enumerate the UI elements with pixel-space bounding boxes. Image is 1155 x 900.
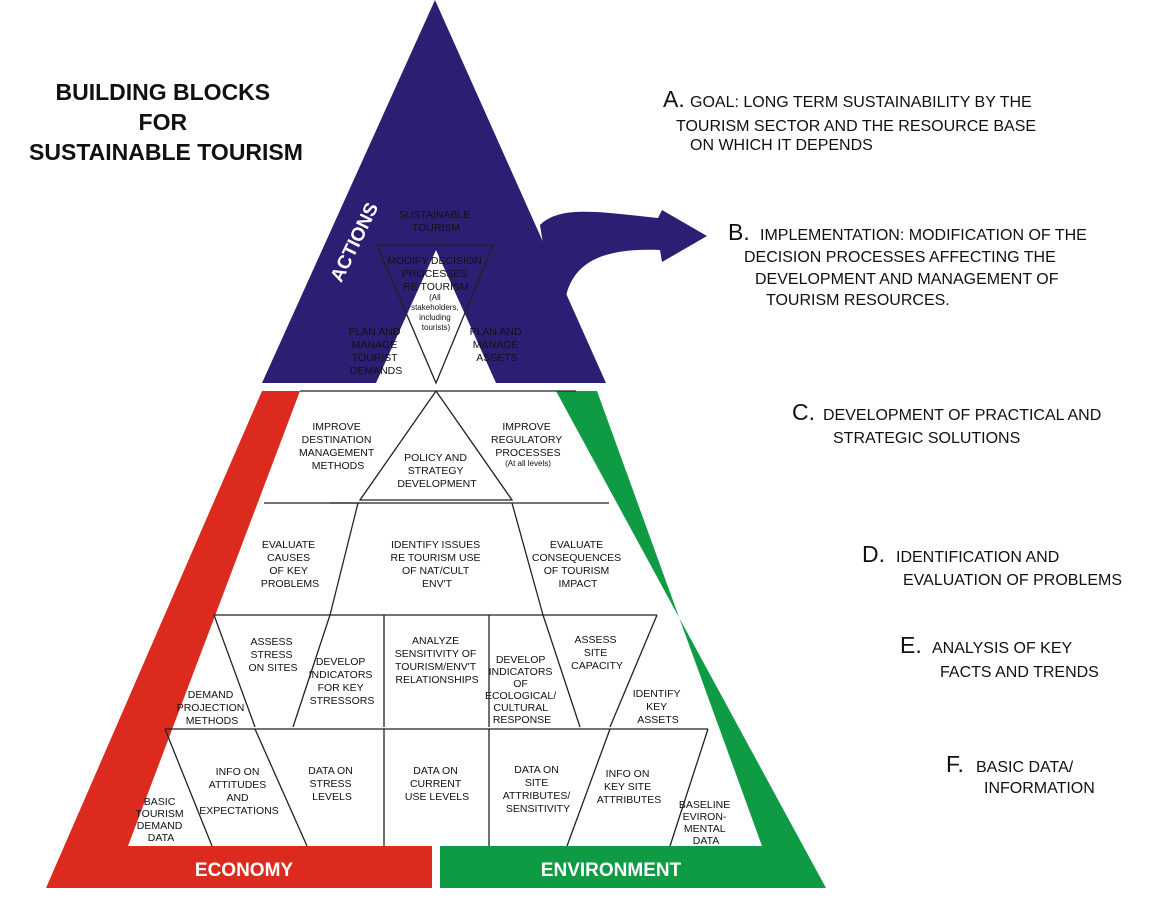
cell-modify-decision: MODIFY DECISION PROCESSES RE TOURISM [387,255,484,293]
svg-text:F.: F. [946,751,964,777]
svg-text:A.: A. [663,86,685,112]
svg-text:B.: B. [728,219,750,245]
cell-identify-assets: IDENTIFY KEY ASSETS [633,688,684,726]
svg-text:DEVELOPMENT OF PRACTICAL AND: DEVELOPMENT OF PRACTICAL AND STRATEGIC S… [823,407,1106,447]
level-b: B. IMPLEMENTATION: MODIFICATION OF THE D… [728,219,1091,309]
cell-develop-stressors: DEVELOP INDICATORS FOR KEY STRESSORS [309,656,376,707]
svg-text:IMPLEMENTATION: MODIFICATION O: IMPLEMENTATION: MODIFICATION OF THE DECI… [744,227,1091,309]
cell-policy-strategy: POLICY AND STRATEGY DEVELOPMENT [397,452,477,490]
svg-text:D.: D. [862,541,885,567]
cell-assess-stress: ASSESS STRESS ON SITES [248,636,297,674]
level-c: C. DEVELOPMENT OF PRACTICAL AND STRATEGI… [792,399,1106,447]
svg-text:GOAL: LONG TERM SUSTAINABILITY: GOAL: LONG TERM SUSTAINABILITY BY THE TO… [676,94,1041,154]
svg-text:IDENTIFICATION AND EVALU: IDENTIFICATION AND EVALUATION OF PROBLEM… [896,549,1122,589]
economy-band [46,391,432,888]
grid-lines [164,244,709,847]
cell-plan-tourist-demands: PLAN AND MANAGE TOURIST DEMANDS [349,326,404,377]
cell-improve-regulatory-note: (At all levels) [505,459,551,468]
cell-sustainable-tourism: SUSTAINABLE TOURISM [399,209,474,234]
cell-modify-decision-note: (All stakeholders, including tourists) [411,293,461,332]
cell-evaluate-causes: EVALUATE CAUSES OF KEY PROBLEMS [261,539,319,590]
svg-text:C.: C. [792,399,815,425]
cell-improve-regulatory: IMPROVE REGULATORY PROCESSES [491,421,565,459]
level-f: F. BASIC DATA/ INFORMATION [946,751,1095,797]
implementation-arrow [540,210,707,300]
diagram-title: BUILDING BLOCKS FOR SUSTAINABLE TOURISM [29,79,303,165]
cell-data-current: DATA ON CURRENT USE LEVELS [405,765,469,803]
cell-improve-destination: IMPROVE DESTINATION MANAGEMENT METHODS [299,421,377,472]
cell-develop-ecological: DEVELOP INDICATORS OF ECOLOGICAL/ CULTUR… [485,654,559,726]
cell-basic-demand: BASIC TOURISM DEMAND DATA [135,796,186,844]
svg-text:E.: E. [900,632,922,658]
cell-demand-projection: DEMAND PROJECTION METHODS [177,689,248,727]
cell-evaluate-consequences: EVALUATE CONSEQUENCES OF TOURISM IMPACT [532,539,624,590]
actions-band [262,0,606,383]
cell-info-key-site: INFO ON KEY SITE ATTRIBUTES [597,768,662,806]
svg-text:BASIC DATA/ INFORMATION: BASIC DATA/ INFORMATION [976,759,1095,797]
economy-label: ECONOMY [195,860,294,881]
cell-analyze-sensitivity: ANALYZE SENSITIVITY OF TOURISM/ENV'T REL… [395,635,479,686]
cell-identify-issues: IDENTIFY ISSUES RE TOURISM USE OF NAT/CU… [391,539,484,590]
level-e: E. ANALYSIS OF KEY FACTS AND TRENDS [900,632,1099,681]
cell-info-attitudes: INFO ON ATTITUDES AND EXPECTATIONS [199,766,279,817]
cell-baseline: BASELINE EVIRON- MENTAL DATA [679,799,733,847]
environment-label: ENVIRONMENT [541,860,682,881]
cell-assess-capacity: ASSESS SITE CAPACITY [571,634,623,672]
cell-data-site: DATA ON SITE ATTRIBUTES/ SENSITIVITY [503,764,573,815]
level-d: D. IDENTIFICATION AND EVALUATION OF PROB… [862,541,1122,589]
environment-band [440,391,826,888]
svg-text:ANALYSIS OF KEY FACTS AN: ANALYSIS OF KEY FACTS AND TRENDS [932,640,1099,681]
cell-plan-assets: PLAN AND MANAGE ASSETS [470,326,525,364]
cell-data-stress: DATA ON STRESS LEVELS [308,765,355,803]
level-a: A. GOAL: LONG TERM SUSTAINABILITY BY THE… [663,86,1041,154]
